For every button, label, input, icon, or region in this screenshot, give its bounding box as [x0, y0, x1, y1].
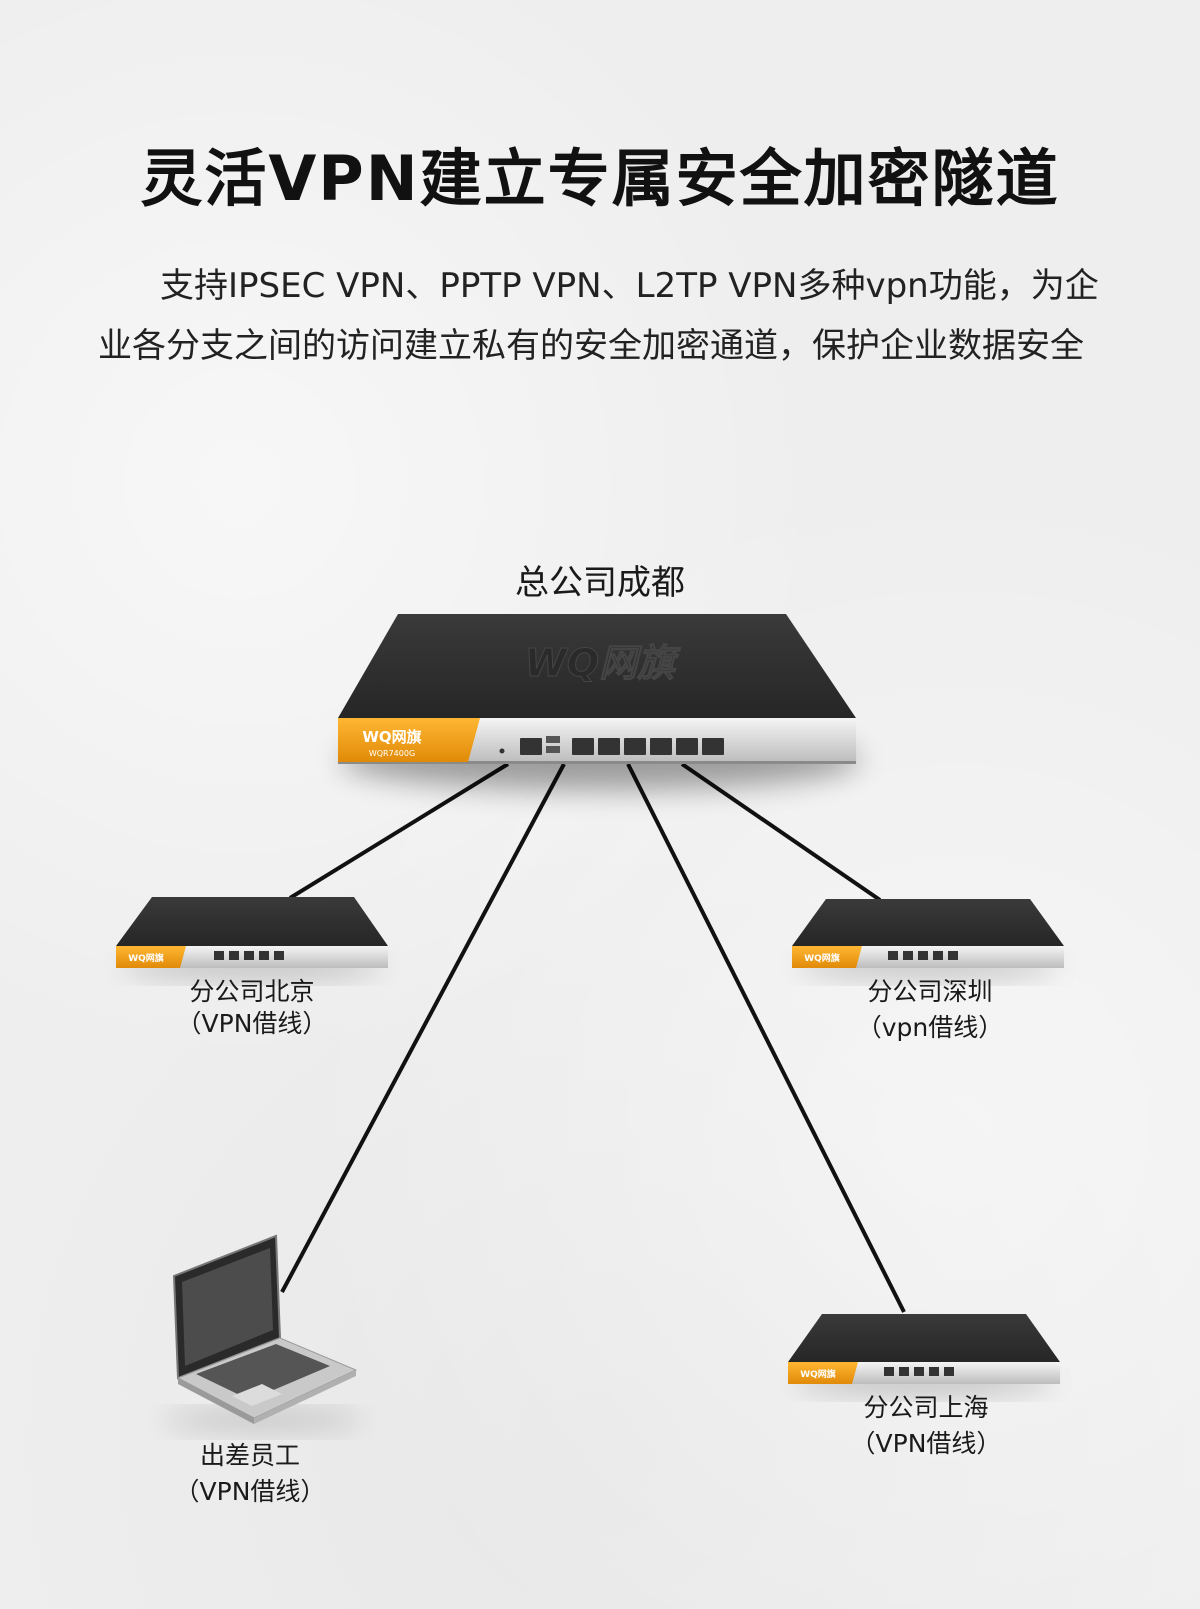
intro-paragraph: 支持IPSEC VPN、PPTP VPN、L2TP VPN多种vpn功能，为企业…: [98, 266, 1099, 366]
link-beijing: [288, 762, 510, 900]
hq-top-logo: WQ网旗: [525, 641, 681, 685]
hq-brand-logo: WQ网旗: [362, 728, 421, 746]
hq-router: WQ网旗 WQ网旗 WQR7400G: [338, 614, 860, 790]
shenzhen-name: 分公司深圳: [867, 977, 993, 1006]
shanghai-brand-logo: WQ网旗: [800, 1368, 836, 1380]
shanghai-name: 分公司上海: [863, 1393, 989, 1422]
link-shanghai: [626, 763, 906, 1313]
hq-model-label: WQR7400G: [369, 749, 415, 758]
traveler-label: 出差员工 （VPN借线）: [150, 1440, 350, 1508]
shanghai-sub: （VPN借线）: [850, 1429, 1002, 1458]
shenzhen-label: 分公司深圳 （vpn借线）: [830, 976, 1030, 1044]
hq-label: 总公司成都: [515, 563, 685, 603]
vpn-links: [280, 762, 906, 1313]
traveler-name: 出差员工: [199, 1441, 300, 1470]
shanghai-label: 分公司上海 （VPN借线）: [826, 1392, 1026, 1460]
traveler-sub: （VPN借线）: [174, 1477, 326, 1506]
beijing-router: WQ网旗: [116, 897, 388, 976]
shenzhen-router: WQ网旗: [792, 899, 1064, 976]
shanghai-router: WQ网旗: [788, 1314, 1060, 1392]
link-traveler: [280, 763, 566, 1293]
beijing-label: 分公司北京 （VPN借线）: [152, 976, 352, 1040]
page-title: 灵活VPN建立专属安全加密隧道: [140, 142, 1060, 215]
shenzhen-brand-logo: WQ网旗: [804, 952, 840, 964]
beijing-brand-logo: WQ网旗: [128, 952, 164, 964]
beijing-name: 分公司北京: [189, 977, 315, 1006]
beijing-sub: （VPN借线）: [176, 1009, 328, 1038]
laptop-icon: [162, 1234, 362, 1430]
shenzhen-sub: （vpn借线）: [856, 1013, 1004, 1042]
